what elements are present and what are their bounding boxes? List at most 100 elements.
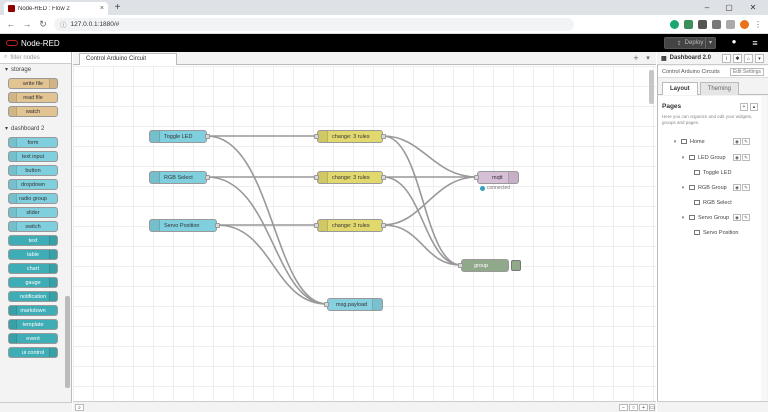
eye-icon[interactable]: ◉: [733, 184, 741, 191]
url-input[interactable]: ⓘ 127.0.0.1:1880/#: [54, 17, 574, 31]
browser-tab[interactable]: Node-RED : Flow 2 ×: [4, 2, 108, 15]
flow-list-dropdown-icon[interactable]: ▾: [646, 55, 650, 62]
palette-node-form[interactable]: form: [8, 137, 58, 148]
input-port[interactable]: [324, 302, 329, 307]
edit-icon[interactable]: ✎: [742, 184, 750, 191]
palette-node-slider[interactable]: slider: [8, 207, 58, 218]
minimize-button[interactable]: –: [704, 3, 710, 12]
new-tab-button[interactable]: +: [114, 2, 121, 13]
flow-node-change-1[interactable]: change: 3 rules: [314, 130, 386, 143]
add-page-button[interactable]: +: [740, 103, 748, 111]
palette-node-template[interactable]: template: [8, 319, 58, 330]
palette-node-dropdown[interactable]: dropdown: [8, 179, 58, 190]
edit-settings-button[interactable]: Edit Settings: [729, 67, 764, 76]
palette-node-event[interactable]: event: [8, 333, 58, 344]
search-icon[interactable]: ⌕: [75, 404, 84, 411]
palette-node-read-file[interactable]: read file: [8, 92, 58, 103]
flow-node-debug[interactable]: msg.payload: [324, 298, 383, 311]
output-port[interactable]: [215, 223, 220, 228]
puzzle-icon[interactable]: [712, 19, 721, 29]
output-port[interactable]: [205, 175, 210, 180]
navigator-button[interactable]: ▭: [649, 404, 655, 411]
palette-category-dashboard[interactable]: ▾ dashboard 2: [0, 123, 71, 134]
input-port[interactable]: [314, 134, 319, 139]
edit-icon[interactable]: ✎: [742, 138, 750, 145]
edit-icon[interactable]: ✎: [742, 214, 750, 221]
browser-menu-icon[interactable]: ⋮: [754, 19, 762, 29]
profile-avatar[interactable]: [740, 19, 749, 29]
window-close-button[interactable]: ✕: [749, 3, 757, 12]
home-icon[interactable]: ⌂: [744, 53, 753, 63]
output-port[interactable]: [381, 223, 386, 228]
input-port[interactable]: [314, 223, 319, 228]
chevron-down-icon[interactable]: ▾: [673, 138, 677, 145]
sidebar-scrollbar[interactable]: [761, 96, 767, 401]
palette-node-markdown[interactable]: markdown: [8, 305, 58, 316]
palette-filter-input[interactable]: ⌕ filter nodes: [0, 52, 71, 64]
chevron-down-icon[interactable]: ▾: [681, 154, 685, 161]
back-icon[interactable]: ←: [6, 19, 16, 29]
tree-widget-servo-position[interactable]: Servo Position: [694, 228, 738, 237]
palette-node-switch[interactable]: switch: [8, 221, 58, 232]
flow-node-change-3[interactable]: change: 3 rules: [314, 219, 386, 232]
tree-widget-rgb-select[interactable]: RGB Select: [694, 198, 732, 207]
tree-group-led[interactable]: ▾ LED Group: [680, 153, 726, 162]
maximize-button[interactable]: ▢: [725, 3, 733, 12]
output-port[interactable]: [205, 134, 210, 139]
tree-widget-toggle-led[interactable]: Toggle LED: [694, 168, 731, 177]
info-icon[interactable]: i: [722, 53, 731, 63]
flow-node-toggle-led[interactable]: Toggle LED: [149, 130, 210, 143]
sidepanel-icon[interactable]: [726, 19, 735, 29]
bug-icon[interactable]: ✱: [733, 53, 742, 63]
forward-icon[interactable]: →: [22, 19, 32, 29]
chevron-down-icon[interactable]: ▾: [681, 214, 685, 221]
extension-icon[interactable]: [684, 19, 693, 29]
flow-node-servo-position[interactable]: Servo Position: [149, 219, 220, 232]
edit-icon[interactable]: ✎: [742, 154, 750, 161]
tab-layout[interactable]: Layout: [662, 82, 698, 95]
palette-node-chart[interactable]: chart: [8, 263, 58, 274]
palette-node-write-file[interactable]: write file: [8, 78, 58, 89]
output-port[interactable]: [381, 175, 386, 180]
palette-node-ui-control[interactable]: ui control: [8, 347, 58, 358]
output-port[interactable]: [381, 134, 386, 139]
tab-control-arduino-circuit[interactable]: Control Arduino Circuit: [79, 53, 177, 65]
palette-node-notification[interactable]: notification: [8, 291, 58, 302]
chevron-down-icon[interactable]: ▾: [755, 53, 764, 63]
site-info-icon[interactable]: ⓘ: [60, 22, 67, 29]
deploy-button[interactable]: ⇪ Deploy ▾: [664, 37, 716, 49]
input-port[interactable]: [458, 263, 463, 268]
tab-close-icon[interactable]: ×: [99, 5, 104, 12]
deploy-dropdown-icon[interactable]: ▾: [705, 38, 715, 48]
tree-group-servo[interactable]: ▾ Servo Group: [680, 213, 729, 222]
input-port[interactable]: [474, 175, 479, 180]
user-icon[interactable]: ●: [731, 37, 737, 46]
flow-canvas[interactable]: Toggle LED RGB Select Servo Position cha…: [73, 66, 656, 401]
extension-icon[interactable]: [698, 19, 707, 29]
tab-theming[interactable]: Theming: [699, 82, 740, 95]
reload-icon[interactable]: ↻: [39, 19, 47, 29]
eye-icon[interactable]: ◉: [733, 154, 741, 161]
eye-icon[interactable]: ◉: [733, 214, 741, 221]
eye-icon[interactable]: ◉: [733, 138, 741, 145]
palette-node-gauge[interactable]: gauge: [8, 277, 58, 288]
tree-page-home[interactable]: ▾ Home: [672, 137, 705, 146]
flow-node-change-2[interactable]: change: 3 rules: [314, 171, 386, 184]
tree-group-rgb[interactable]: ▾ RGB Group: [680, 183, 727, 192]
zoom-in-button[interactable]: +: [639, 404, 648, 411]
palette-scrollbar[interactable]: [65, 296, 70, 388]
palette-node-table[interactable]: table: [8, 249, 58, 260]
palette-node-watch[interactable]: watch: [8, 106, 58, 117]
flow-node-group[interactable]: group: [458, 259, 509, 272]
flow-node-rgb-select[interactable]: RGB Select: [149, 171, 210, 184]
zoom-reset-button[interactable]: ○: [629, 404, 638, 411]
chevron-down-icon[interactable]: ▾: [681, 184, 685, 191]
canvas-scrollbar[interactable]: [649, 70, 654, 104]
group-toggle-button[interactable]: [511, 260, 521, 271]
palette-node-text-input[interactable]: text input: [8, 151, 58, 162]
zoom-out-button[interactable]: −: [619, 404, 628, 411]
main-menu-icon[interactable]: ≡: [752, 38, 758, 48]
flow-node-mqtt-out[interactable]: mqtt: [474, 171, 519, 184]
palette-node-radio-group[interactable]: radio group: [8, 193, 58, 204]
palette-node-button[interactable]: button: [8, 165, 58, 176]
